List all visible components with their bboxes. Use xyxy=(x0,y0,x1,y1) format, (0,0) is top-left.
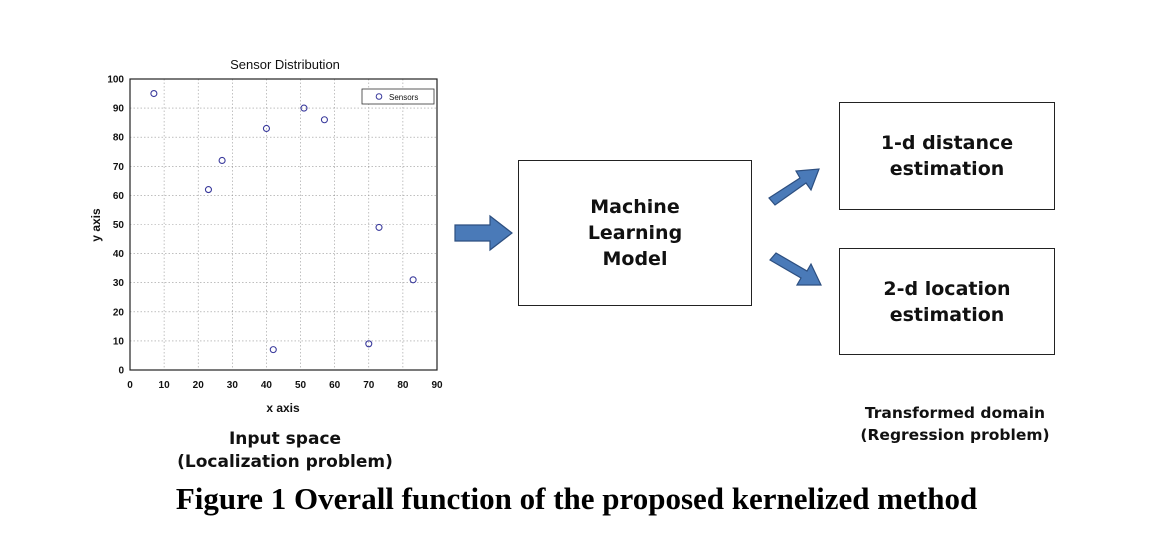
legend-marker xyxy=(375,93,383,100)
input-caption-line2: (Localization problem) xyxy=(177,452,393,472)
legend-label: Sensors xyxy=(389,93,418,102)
location-box-line2: estimation xyxy=(889,303,1005,326)
y-tick-label: 100 xyxy=(107,75,124,86)
distance-box-line1: 1-d distance xyxy=(880,132,1014,154)
chart-legend: Sensors xyxy=(361,88,435,105)
x-tick-label: 70 xyxy=(363,380,375,391)
x-axis-label: x axis xyxy=(266,401,300,415)
chart-ticks: 0 10 20 30 40 50 60 70 80 90 0 10 20 30 40 50 60 70 80 90 10… xyxy=(107,75,443,392)
distance-estimation-box: 1-d distance estimation xyxy=(839,102,1055,210)
sensor-point xyxy=(320,116,328,124)
y-axis-label: y axis xyxy=(89,208,103,242)
sensor-point xyxy=(269,346,277,354)
ml-box-line1: Machine xyxy=(590,196,680,218)
x-tick-label: 80 xyxy=(397,380,409,391)
figure-caption: Figure 1 Overall function of the propose… xyxy=(175,481,978,516)
transformed-domain-caption: Transformed domain (Regression problem) xyxy=(830,402,1080,446)
sensor-point xyxy=(300,104,308,112)
sensor-point xyxy=(375,223,383,231)
sensor-point xyxy=(150,89,158,98)
y-tick-label: 0 xyxy=(118,366,124,377)
ml-box-line3: Model xyxy=(602,248,668,270)
y-tick-label: 90 xyxy=(113,104,125,115)
sensor-point xyxy=(409,276,417,284)
sensor-point xyxy=(204,186,213,194)
sensor-point xyxy=(262,124,270,133)
x-tick-label: 10 xyxy=(159,380,171,391)
x-tick-label: 60 xyxy=(329,380,341,391)
y-tick-label: 70 xyxy=(113,162,125,173)
chart-points xyxy=(150,89,417,354)
ml-box-line2: Learning xyxy=(587,222,683,244)
x-tick-label: 90 xyxy=(431,380,443,391)
arrow-down-right-icon xyxy=(769,252,822,286)
y-tick-label: 50 xyxy=(113,220,125,231)
y-tick-label: 40 xyxy=(113,249,125,260)
distance-box-line2: estimation xyxy=(889,158,1005,180)
chart-grid xyxy=(130,79,437,370)
x-tick-label: 20 xyxy=(193,380,205,391)
y-tick-label: 10 xyxy=(113,336,125,347)
y-tick-label: 30 xyxy=(113,278,125,289)
output-caption-line1: Transformed domain xyxy=(864,404,1046,422)
input-space-caption: Input space (Localization problem) xyxy=(170,428,400,474)
location-estimation-box: 2-d location estimation xyxy=(839,248,1055,355)
plot-frame xyxy=(129,78,438,371)
location-box-line1: 2-d location xyxy=(883,277,1011,300)
y-tick-label: 80 xyxy=(113,133,125,144)
arrow-up-right-icon xyxy=(768,168,820,206)
output-caption-line2: (Regression problem) xyxy=(860,426,1050,444)
y-tick-label: 20 xyxy=(113,307,125,318)
y-tick-label: 60 xyxy=(113,191,125,202)
arrow-right-icon xyxy=(454,214,513,252)
sensor-point xyxy=(218,156,226,165)
x-tick-label: 0 xyxy=(127,380,133,391)
input-caption-line1: Input space xyxy=(228,429,342,449)
sensor-point xyxy=(365,340,373,348)
x-tick-label: 40 xyxy=(261,380,273,391)
machine-learning-model-box: Machine Learning Model xyxy=(518,160,752,306)
x-tick-label: 30 xyxy=(227,380,239,391)
chart-title: Sensor Distribution xyxy=(230,57,340,72)
x-tick-label: 50 xyxy=(295,380,307,391)
